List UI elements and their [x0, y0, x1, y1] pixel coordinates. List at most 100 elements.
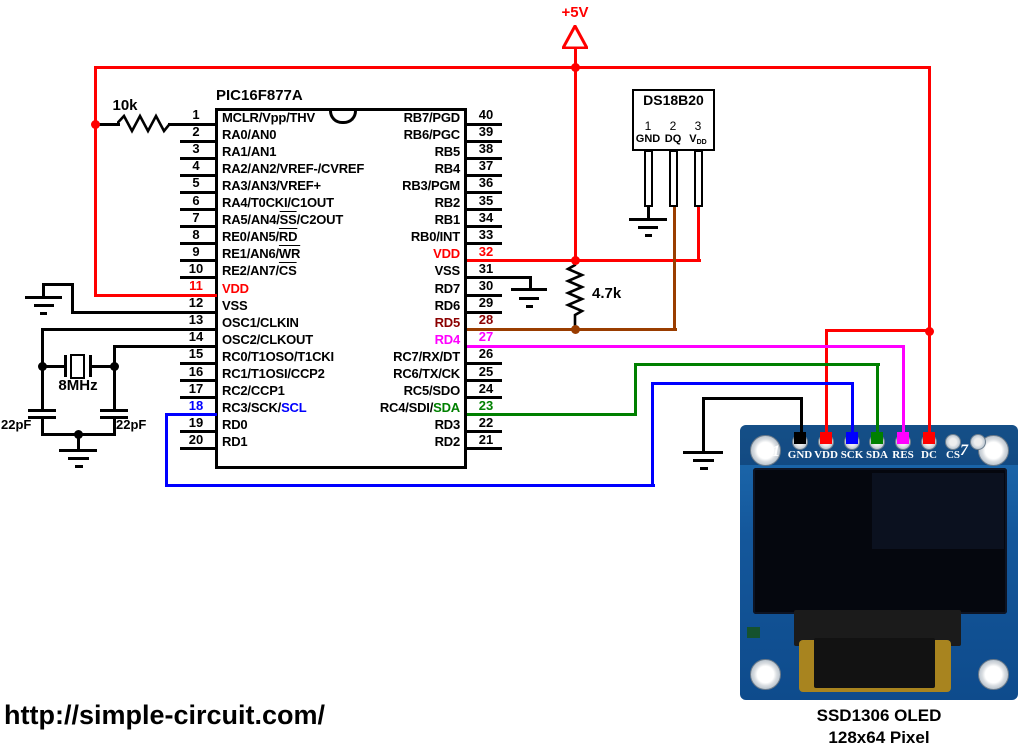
ic-pin-14-stub [180, 344, 215, 348]
ic-pin-11-number: 11 [189, 278, 203, 293]
ic-pin-25-number: 25 [478, 363, 494, 379]
cap-right-plate-top [100, 408, 128, 412]
ic-pin-16-number: 16 [188, 363, 204, 379]
cap-right-label: 22pF [116, 417, 147, 432]
ic-pin-37-label: RB4 [434, 160, 461, 176]
oled-pad-CS [945, 434, 961, 450]
ic-pin-5-number: 5 [192, 175, 200, 191]
ic-pin-29-stub [467, 310, 502, 314]
sensor-pin-2-leg [668, 150, 678, 207]
wire-ds18b20-gnd-drop [646, 206, 650, 220]
resistor-10k-label: 10k [112, 97, 138, 114]
ic-pin-27-label: RD4 [434, 331, 461, 347]
wire-cap-left-drop [40, 419, 44, 436]
ic-pin-32-number: 32 [478, 243, 494, 259]
oled-pin-label-SDA: SDA [865, 449, 888, 461]
ic-pin-40-stub [467, 122, 502, 126]
wire-vss-pin31-drop [528, 276, 532, 291]
ic-pin-23-number: 23 [478, 397, 494, 413]
oled-pin-label-DC: DC [921, 449, 937, 461]
ic-pin-36-number: 36 [478, 175, 494, 191]
ic-pin-2-stub [180, 139, 215, 143]
wire-vss-pin12 [70, 310, 217, 314]
oled-mounting-hole-bottom-right [977, 658, 1009, 690]
oled-wire-end-GND [794, 432, 806, 444]
ic-pin-3-number: 3 [192, 141, 200, 157]
wire-oled-gnd-riser [701, 396, 705, 453]
ic-pin-22-number: 22 [478, 414, 494, 430]
ic-pin-18-number: 18 [188, 397, 204, 413]
wire-10k-lead-left [96, 122, 120, 126]
ic-pin-28-number: 28 [478, 312, 494, 328]
wire-vdd-pin11 [94, 293, 217, 297]
ic-pin-39-label: RB6/PGC [403, 126, 461, 142]
ic-pin-25-label: RC6/TX/CK [393, 366, 460, 381]
wire-xtal-right-riser [112, 344, 116, 409]
ground-xtal-bar3 [74, 465, 83, 468]
ic-pin-33-number: 33 [478, 226, 494, 242]
ic-pin-4-label: RA2/AN2/VREF-/CVREF [222, 160, 365, 176]
cap-left-label: 22pF [1, 417, 32, 432]
ic-pin-27-stub [467, 344, 502, 348]
ic-pin-5-label: RA3/AN3/VREF+ [222, 177, 321, 193]
ground-ds18b20-bar1 [629, 217, 667, 221]
ic-pin-37-stub [467, 173, 502, 177]
oled-pad-nc [970, 434, 986, 450]
wire-oled-gnd [701, 396, 803, 400]
ic-pin-9-number: 9 [192, 243, 200, 259]
oled-wire-end-DC [923, 432, 935, 444]
cap-left-plate-bottom [28, 416, 56, 419]
ic-pin-2-number: 2 [192, 124, 200, 140]
sensor-pin-2-number: 2 [669, 119, 677, 133]
wire-xtal-gnd-drop [76, 433, 80, 451]
ic-pin-5-stub [180, 190, 215, 194]
ic-pin-30-number: 30 [478, 278, 494, 293]
crystal-body [70, 353, 85, 379]
oled-wire-end-VDD [820, 432, 832, 444]
ic-pin-10-stub [180, 276, 215, 280]
wire-5v-center-drop [573, 44, 577, 262]
junction-5v-rail [570, 63, 580, 72]
resistor-10k-zigzag [117, 112, 170, 134]
ground-pin12-bar1 [25, 295, 62, 299]
ic-pin-36-label: RB3/PGM [402, 177, 460, 193]
wire-5v-right-drop [927, 66, 931, 332]
ic-pin-21-label: RD2 [434, 434, 461, 450]
oled-screen-reflection [872, 473, 1004, 549]
ic-pin-11-stub [180, 293, 215, 297]
ic-pin-26-stub [467, 361, 502, 365]
wire-oled-gnd-drop [799, 396, 803, 441]
ic-pin-21-stub [467, 447, 502, 451]
junction-caps-gnd [73, 430, 83, 439]
ic-pin-31-stub [467, 276, 502, 280]
ic-pin-33-stub [467, 242, 502, 246]
ic-pin-34-stub [467, 225, 502, 229]
wire-osc2-pin14 [112, 344, 217, 348]
ic-pin-35-stub [467, 208, 502, 211]
ic-pin-39-number: 39 [478, 124, 494, 140]
junction-vdd-47k [570, 256, 580, 266]
ic-pin-24-label: RC5/SDO [403, 383, 461, 399]
ic-pin-39-stub [467, 139, 502, 143]
sensor-pin-3-label: VDD [689, 133, 707, 146]
wire-sda-upper [633, 363, 880, 366]
ic-pin-1-stub [180, 122, 215, 126]
ground-pin12-bar3 [40, 312, 47, 315]
oled-pin1-number: 1 [772, 443, 780, 460]
ic-pin-14-number: 14 [188, 329, 204, 345]
oled-smd-component [747, 627, 760, 638]
ic-pin-28-label: RD5 [434, 314, 461, 330]
resistor-47k-label: 4.7k [592, 285, 622, 302]
ic-pin-33-label: RB0/INT [410, 229, 460, 245]
ic-pin-38-label: RB5 [434, 143, 461, 159]
oled-pin-label-VDD: VDD [814, 449, 838, 461]
sensor-pin-3-leg [693, 150, 703, 207]
wire-osc1-pin13 [40, 327, 217, 331]
ic-pin-28-stub [467, 327, 502, 331]
junction-xtal-left [37, 361, 47, 371]
wire-oled-res-drop [901, 344, 905, 441]
sensor-pin-1-leg [643, 150, 653, 207]
oled-pin-label-CS: CS [945, 449, 961, 461]
ic-pin-10-number: 10 [188, 260, 204, 276]
